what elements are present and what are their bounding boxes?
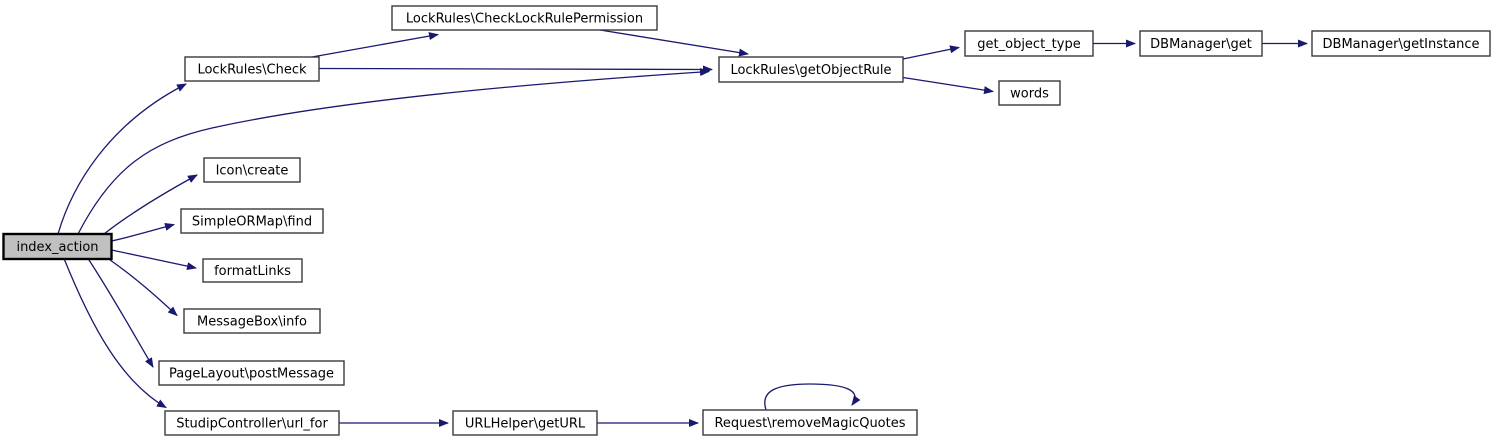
node-index-action: index_action <box>2 232 113 261</box>
node-dbmanager-getinstance[interactable]: DBManager\getInstance <box>1311 30 1491 57</box>
node-words[interactable]: words <box>998 80 1061 106</box>
node-icon-create[interactable]: Icon\create <box>203 157 301 183</box>
svg-text:LockRules\getObjectRule: LockRules\getObjectRule <box>730 63 891 78</box>
svg-text:formatLinks: formatLinks <box>214 264 291 279</box>
svg-text:PageLayout\postMessage: PageLayout\postMessage <box>169 367 334 382</box>
svg-text:Icon\create: Icon\create <box>216 164 289 179</box>
svg-text:index_action: index_action <box>16 240 98 255</box>
edge-index-action-to-icon-create <box>103 174 198 235</box>
node-simpleormap-find[interactable]: SimpleORMap\find <box>180 208 324 234</box>
edge-index-action-to-messagebox-info <box>107 257 178 317</box>
edge-index-action-to-studipcontroller-url-for <box>63 258 167 409</box>
edge-checklockrulepermission-to-getobjectrule <box>599 29 749 57</box>
svg-text:words: words <box>1010 87 1049 102</box>
svg-text:LockRules\Check: LockRules\Check <box>197 63 307 78</box>
node-request-removemagicquotes[interactable]: Request\removeMagicQuotes <box>702 409 918 436</box>
edge-removemagicquotes-self-loop <box>764 383 861 411</box>
edge-getobjectrule-to-get-object-type <box>902 45 960 60</box>
svg-text:URLHelper\getURL: URLHelper\getURL <box>465 417 586 432</box>
edge-index-action-to-pagelayout-postmessage <box>87 258 154 368</box>
edge-group <box>57 29 1308 427</box>
node-urlhelper-geturl[interactable]: URLHelper\getURL <box>452 410 598 436</box>
edge-index-action-to-lockrules-getobjectrule <box>77 68 710 235</box>
edge-index-action-to-simpleormap-find <box>111 223 175 242</box>
node-dbmanager-get[interactable]: DBManager\get <box>1139 30 1263 57</box>
node-formatlinks[interactable]: formatLinks <box>202 258 303 283</box>
svg-text:MessageBox\info: MessageBox\info <box>197 315 307 330</box>
node-lockrules-checklockrulepermission[interactable]: LockRules\CheckLockRulePermission <box>391 5 658 31</box>
edge-getobjectrule-to-words <box>902 76 994 95</box>
node-lockrules-check[interactable]: LockRules\Check <box>184 56 320 82</box>
node-studipcontroller-url-for[interactable]: StudipController\url_for <box>164 410 340 436</box>
node-pagelayout-postmessage[interactable]: PageLayout\postMessage <box>158 360 345 386</box>
node-lockrules-getobjectrule[interactable]: LockRules\getObjectRule <box>718 56 904 83</box>
svg-text:get_object_type: get_object_type <box>977 37 1080 52</box>
svg-text:LockRules\CheckLockRulePermiss: LockRules\CheckLockRulePermission <box>406 12 643 27</box>
node-messagebox-info[interactable]: MessageBox\info <box>183 308 321 334</box>
edge-index-action-to-formatlinks <box>111 249 197 271</box>
svg-text:StudipController\url_for: StudipController\url_for <box>176 417 328 432</box>
svg-text:SimpleORMap\find: SimpleORMap\find <box>192 215 312 230</box>
svg-text:DBManager\get: DBManager\get <box>1150 37 1252 52</box>
node-get-object-type[interactable]: get_object_type <box>964 30 1094 57</box>
edge-lockrules-check-to-getobjectrule <box>318 65 713 74</box>
edge-index-action-to-lockrules-check <box>57 83 187 235</box>
svg-text:DBManager\getInstance: DBManager\getInstance <box>1323 37 1480 52</box>
svg-text:Request\removeMagicQuotes: Request\removeMagicQuotes <box>714 416 905 431</box>
edge-lockrules-check-to-checklockrulepermission <box>311 32 439 58</box>
